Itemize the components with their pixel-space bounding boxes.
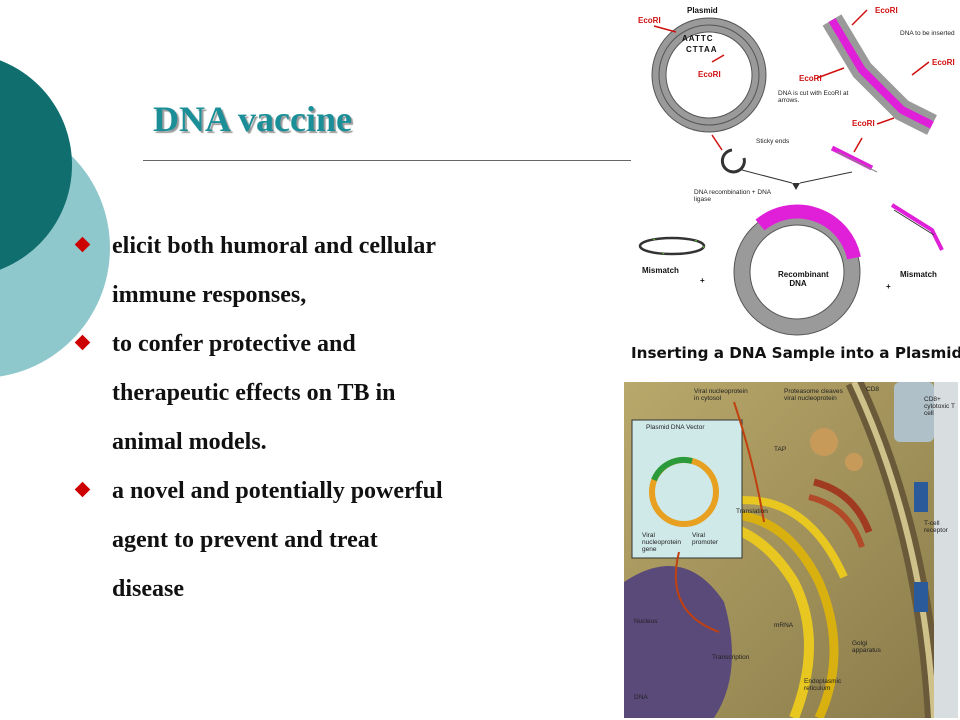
cd8-label: CD8 xyxy=(866,386,880,393)
er-label: Endoplasmic reticulum xyxy=(804,678,842,692)
viral-promoter-label: Viral promoter xyxy=(692,532,719,546)
tap-label: TAP xyxy=(774,446,787,453)
viral-gene-label: Viral nucleoprotein gene xyxy=(642,532,682,553)
dna-label: DNA xyxy=(634,694,648,701)
sticky-ends-label: Sticky ends xyxy=(756,138,790,145)
bullet-line: to confer protective and xyxy=(112,331,356,357)
ecori-label: EcoRI xyxy=(852,119,875,128)
mrna-label: mRNA xyxy=(774,622,794,629)
title-underline xyxy=(143,160,631,161)
bullet-item: elicit both humoral and cellular immune … xyxy=(74,222,570,320)
bullet-diamond-icon xyxy=(74,334,91,351)
ecori-label: EcoRI xyxy=(638,16,661,25)
recombinant-label: Recombinant DNA xyxy=(778,270,829,288)
bullet-line: a novel and potentially powerful xyxy=(112,478,443,504)
plus-sign: + xyxy=(700,276,705,285)
mismatch-label: Mismatch xyxy=(642,266,679,275)
plasmid-diagram xyxy=(638,9,944,336)
bullet-diamond-icon xyxy=(74,481,91,498)
bullet-line: therapeutic effects on TB in xyxy=(112,380,396,406)
tcr-label: T-cell receptor xyxy=(924,520,948,534)
ecori-label: EcoRI xyxy=(799,74,822,83)
plasmid-figure: Plasmid EcoRI EcoRI EcoRI EcoRI EcoRI Ec… xyxy=(632,0,960,365)
figure-caption: Inserting a DNA Sample into a Plasmid xyxy=(631,344,960,362)
sequence-top: AATTC xyxy=(682,34,714,43)
viral-protein-label: Viral nucleoprotein in cytosol xyxy=(694,388,748,402)
bullet-item: to confer protective and therapeutic eff… xyxy=(74,320,570,467)
bullet-line: elicit both humoral and cellular xyxy=(112,233,436,259)
bullet-item: a novel and potentially powerful agent t… xyxy=(74,467,570,614)
bullet-line: animal models. xyxy=(112,429,267,455)
cell-illustration: Plasmid DNA Vector Viral nucleoprotein g… xyxy=(624,382,958,718)
golgi-label: Golgi apparatus xyxy=(852,640,881,654)
slide-decoration xyxy=(0,60,110,377)
nucleus-label: Nucleus xyxy=(634,618,658,625)
transcription-label: Transcription xyxy=(712,654,750,661)
cell-pathway-graphic xyxy=(624,382,958,718)
ecori-label: EcoRI xyxy=(932,58,955,67)
vector-label: Plasmid DNA Vector xyxy=(646,424,705,431)
plus-sign: + xyxy=(886,282,891,291)
dna-insert-label: DNA to be inserted xyxy=(900,30,955,37)
bullet-line: disease xyxy=(112,576,184,602)
bullet-line: agent to prevent and treat xyxy=(112,527,378,553)
ecori-label: EcoRI xyxy=(698,70,721,79)
plasmid-label: Plasmid xyxy=(687,6,718,15)
recombination-label: DNA recombination + DNA ligase xyxy=(694,189,771,203)
cut-note: DNA is cut with EcoRI at arrows. xyxy=(778,90,849,104)
tcell-label: CD8+ cytotoxic T cell xyxy=(924,396,955,417)
ecori-label: EcoRI xyxy=(875,6,898,15)
bullet-list: elicit both humoral and cellular immune … xyxy=(74,222,570,614)
slide-title: DNA vaccine xyxy=(153,99,352,139)
bullet-diamond-icon xyxy=(74,236,91,253)
proteasome-label: Proteasome cleaves viral nucleoprotein xyxy=(784,388,843,402)
bullet-line: immune responses, xyxy=(112,282,307,308)
mismatch-label: Mismatch xyxy=(900,270,937,279)
sequence-bottom: CTTAA xyxy=(686,45,718,54)
translation-label: Translation xyxy=(736,508,768,515)
